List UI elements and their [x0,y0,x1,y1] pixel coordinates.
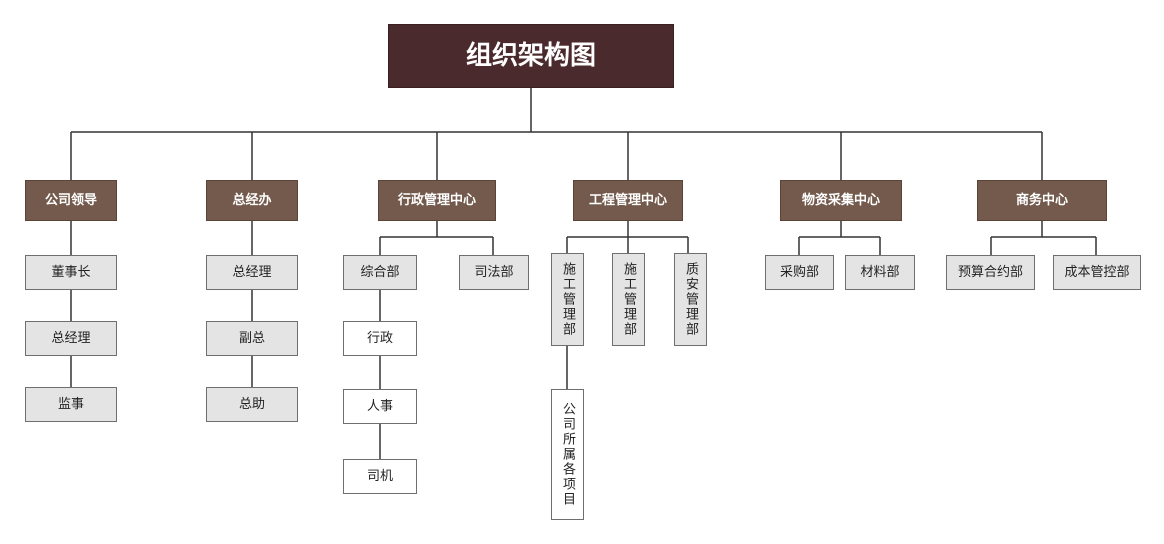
node-cost-control: 成本管控部 [1053,255,1141,290]
node-general-affairs: 综合部 [343,255,417,290]
node-company-projects: 公司所属各项目 [551,389,584,520]
node-administration: 行政 [343,321,417,356]
dept-business-center: 商务中心 [977,180,1107,221]
node-legal-dept: 司法部 [459,255,529,290]
dept-company-leadership: 公司领导 [25,180,117,221]
node-hr: 人事 [343,389,417,424]
node-quality-safety-mgmt: 质安管理部 [674,253,707,346]
node-supervisor: 监事 [25,387,117,422]
dept-general-office: 总经办 [206,180,298,221]
dept-materials-center: 物资采集中心 [780,180,902,221]
node-general-manager: 总经理 [25,321,117,356]
dept-engineering-center: 工程管理中心 [573,180,683,221]
node-construction-mgmt-2: 施工管理部 [612,253,645,346]
node-construction-mgmt-1: 施工管理部 [551,253,584,346]
node-vice-president: 副总 [206,321,298,356]
chart-title: 组织架构图 [388,24,674,88]
node-general-manager: 总经理 [206,255,298,290]
node-materials: 材料部 [845,255,915,290]
dept-admin-center: 行政管理中心 [378,180,496,221]
node-budget-contract: 预算合约部 [946,255,1035,290]
node-driver: 司机 [343,459,417,494]
node-assistant-gm: 总助 [206,387,298,422]
node-chairman: 董事长 [25,255,117,290]
node-procurement: 采购部 [765,255,834,290]
